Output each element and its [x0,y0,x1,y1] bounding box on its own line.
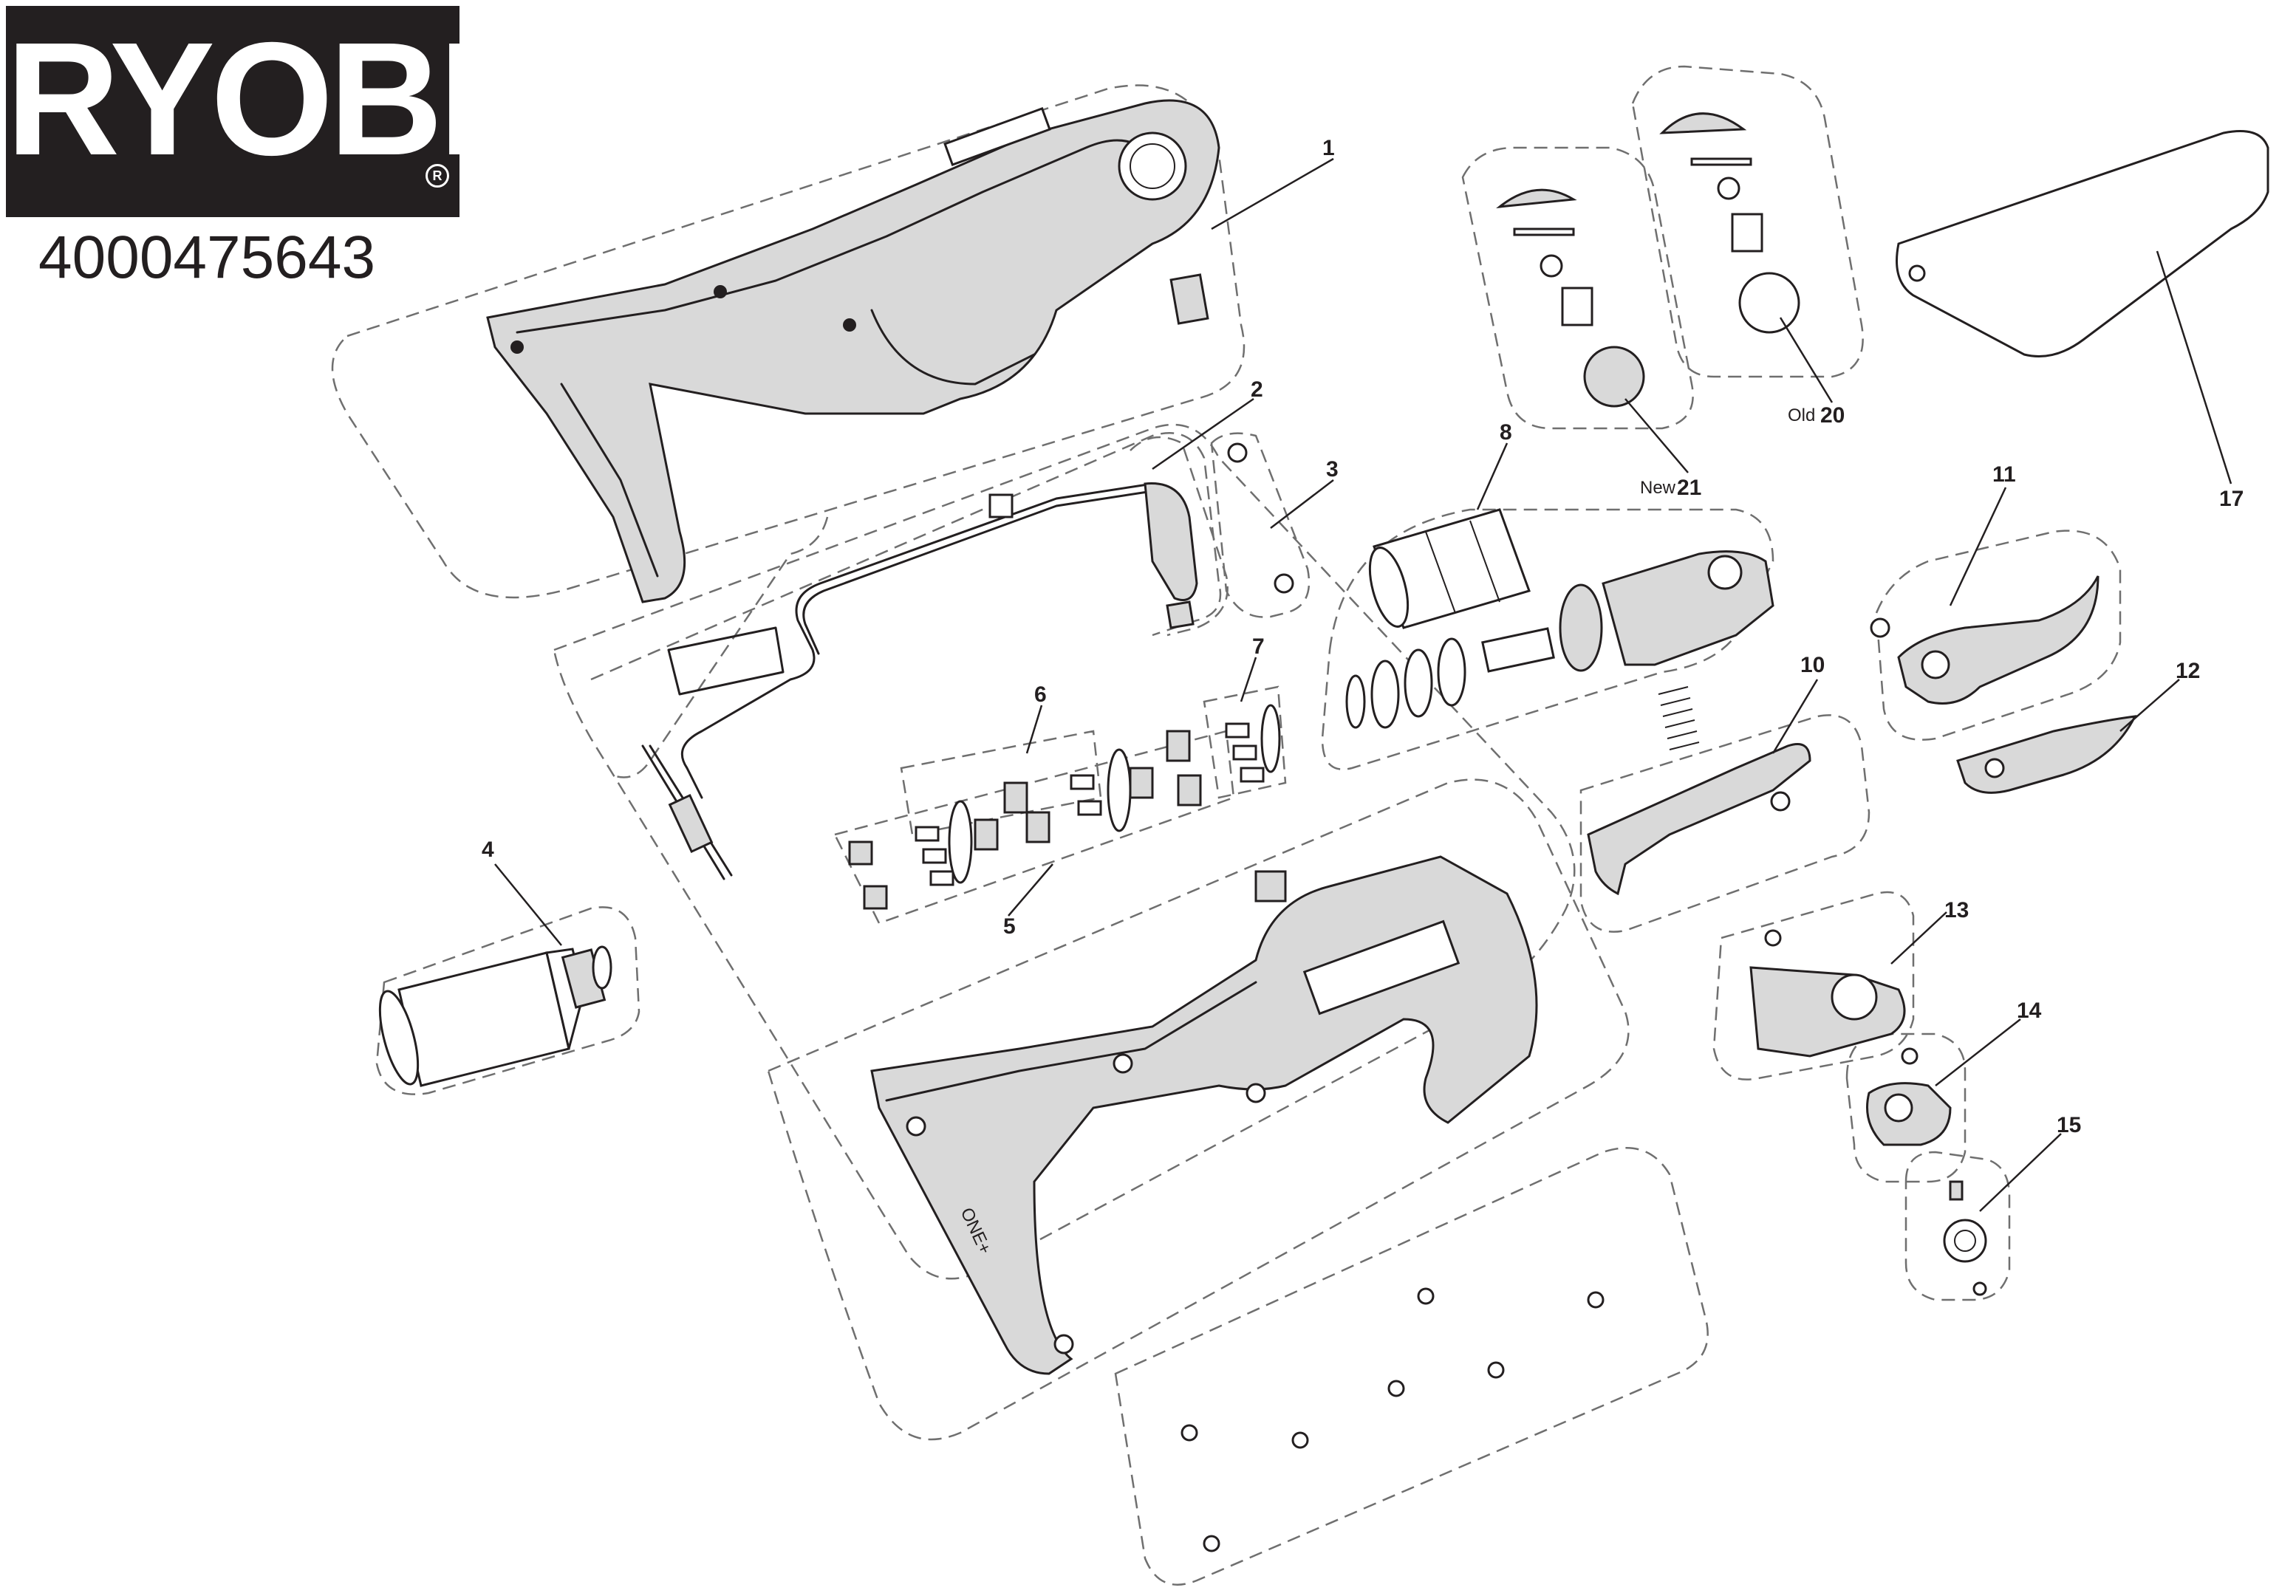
group-outline-trigger [1579,714,1870,933]
gear-assembly-old [1659,112,1800,334]
gear-set-5 [848,800,999,910]
leader-4 [494,863,562,946]
callout-14: 14 [2017,999,2042,1023]
leader-12 [2119,679,2180,732]
leader-20 [1779,317,1834,403]
group-outline-gear-21 [1461,146,1694,430]
leader-3 [1270,479,1334,529]
trigger-assembly [1587,686,1811,896]
leader-17 [2156,250,2232,484]
leader-5 [1008,863,1053,917]
pivot-nut [1943,1180,1987,1296]
motor [378,945,612,1087]
gear-set-7 [1166,704,1281,806]
callout-6: 6 [1034,682,1047,707]
group-outline-motor [375,906,640,1095]
leader-10 [1771,679,1819,754]
leader-21 [1624,398,1689,473]
group-outline-gear-set-7 [1203,685,1287,799]
callout-10: 10 [1800,653,1825,677]
callout-new-label: New [1640,478,1676,498]
leader-11 [1949,487,2007,606]
leader-8 [1476,442,1509,510]
callout-20: 20 [1820,403,1845,428]
leader-1 [1211,157,1334,230]
leader-6 [1025,705,1043,754]
callout-2: 2 [1251,377,1263,402]
registered-mark: R [426,164,449,188]
group-outline-switch [1130,436,1229,637]
part-number: 4000475643 [38,224,376,291]
gear-set-6 [1003,748,1154,843]
callout-1: 1 [1322,136,1335,160]
gearbox-sleeve [1368,508,1531,629]
callout-15: 15 [2057,1113,2081,1137]
callout-3: 3 [1326,457,1339,482]
leader-15 [1979,1133,2062,1212]
gear-assembly-new [1496,188,1645,408]
group-outline-blade [1875,530,2122,741]
group-outline-wiring [590,432,1222,778]
callout-7: 7 [1252,634,1265,659]
callout-8: 8 [1500,420,1512,445]
lower-housing [870,855,1538,1375]
gearbox-ring-gears [1345,550,1774,729]
group-outline-gear-20 [1631,65,1864,378]
anvil-plate [1749,929,1906,1058]
callout-12: 12 [2176,659,2200,683]
lower-blade [1956,715,2137,794]
leader-13 [1890,911,1947,965]
leader-14 [1935,1018,2021,1086]
callout-21: 21 [1677,476,1701,500]
callout-13: 13 [1944,898,1969,922]
brand-logo: RYOBI R [6,6,482,217]
group-outline-screws [1114,1147,1709,1586]
screw-set-3 [1227,442,1294,594]
group-outline-anvil [1712,891,1915,1080]
callout-old-label: Old [1788,405,1815,425]
group-outline-bracket [1210,432,1311,618]
warning-label [1896,130,2269,357]
callout-4: 4 [482,838,494,862]
callout-11: 11 [1992,462,2016,487]
upper-housing [486,99,1220,603]
screw-set-bottom [1181,1287,1605,1552]
wiring-harness [641,482,1198,880]
group-outline-lower-housing [767,778,1630,1441]
leader-7 [1240,657,1257,702]
logo-text: RYOBI [6,10,482,189]
leader-2 [1152,397,1254,470]
cam-link [1866,1047,1952,1146]
callout-5: 5 [1003,914,1016,939]
callout-17: 17 [2219,487,2244,511]
upper-blade [1870,575,2099,705]
